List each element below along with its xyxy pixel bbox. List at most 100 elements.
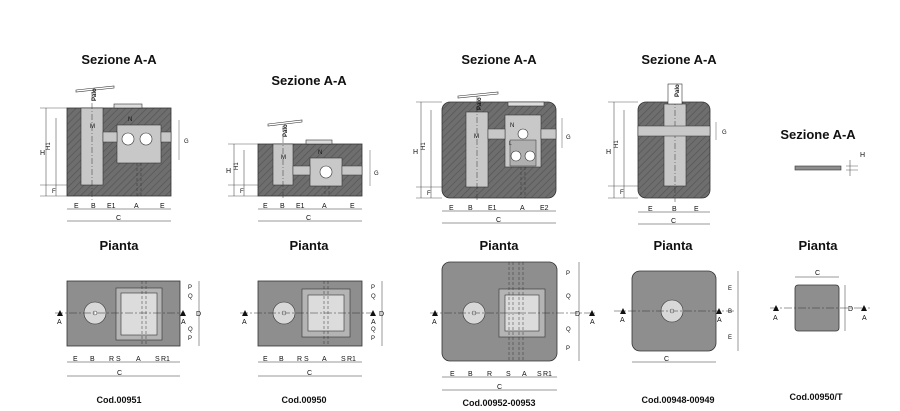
plan-dim-a-3: A xyxy=(522,371,527,378)
label-f: F xyxy=(52,189,56,195)
dim-b-3: B xyxy=(468,205,473,212)
label-n-2: N xyxy=(318,150,322,156)
dim-b-4: B xyxy=(672,206,677,213)
plan-side-p2-3: P xyxy=(566,346,570,352)
dim-e-right: E xyxy=(160,203,165,210)
dim-a: A xyxy=(134,203,139,210)
label-f-4: F xyxy=(620,190,624,196)
label-f-3: F xyxy=(427,191,431,197)
code-label-cod00950t: Cod.00950/T xyxy=(789,392,843,402)
code-label-cod00952: Cod.00952-00953 xyxy=(462,398,536,408)
plan-dim-s-2: S xyxy=(304,356,309,363)
dim-e1: E1 xyxy=(107,203,116,210)
dim-c-3: C xyxy=(496,217,501,224)
plan-dim-b-3: B xyxy=(468,371,473,378)
label-f-2: F xyxy=(240,189,244,195)
plan-top-c-5: C xyxy=(815,270,820,277)
dim-e1-2: E1 xyxy=(296,203,305,210)
plan-side-d: D xyxy=(196,311,201,318)
code-label-cod00950: Cod.00950 xyxy=(281,395,327,405)
plan-dim-r: R xyxy=(109,356,114,363)
dim-c-4: C xyxy=(671,218,676,225)
pole-label-2: Palo xyxy=(283,124,289,137)
dim-b-2: B xyxy=(280,203,285,210)
section-title-cod00950t: Sezione A-A xyxy=(780,127,856,142)
plan-title-cod00950t: Pianta xyxy=(798,238,838,253)
dim-c: C xyxy=(116,215,121,222)
dim-e-left-3: E xyxy=(449,205,454,212)
plan-dim-a-2: A xyxy=(322,356,327,363)
plan-side-p1-3: P xyxy=(566,271,570,277)
plan-dim-a: A xyxy=(136,356,141,363)
label-h-4: H xyxy=(606,149,611,156)
plan-dim-e: E xyxy=(73,356,78,363)
label-m-2: M xyxy=(281,155,286,161)
plan-dim-b: B xyxy=(90,356,95,363)
plan-dim-e-2: E xyxy=(263,356,268,363)
plan-title-cod00952: Pianta xyxy=(479,238,519,253)
plan-view-cod00950t: C D A A xyxy=(770,270,870,332)
plan-side-e2-4: E xyxy=(728,335,732,341)
dim-e2-3: E2 xyxy=(540,205,549,212)
pole-label: Palo xyxy=(92,88,98,101)
plan-marker-right-4: A xyxy=(717,317,722,324)
section-view-cod00951: Palo M N G H H1 F E B E1 A E C xyxy=(40,85,189,222)
label-h1-4: H1 xyxy=(614,140,620,148)
plan-side-p2-2: P xyxy=(371,336,375,342)
dim-e-right-4: E xyxy=(694,206,699,213)
label-m-3: M xyxy=(474,134,479,140)
plan-side-e1-4: E xyxy=(728,286,732,292)
plan-dim-c-3: C xyxy=(497,384,502,391)
pole-label-4: Palo xyxy=(675,84,681,97)
plan-view-cod00952: A A P Q D Q P E B R S A S R1 C xyxy=(430,261,595,391)
dim-a-2: A xyxy=(322,203,327,210)
plan-side-q2: Q xyxy=(188,327,193,333)
plan-side-q1-3: Q xyxy=(566,294,571,300)
plan-side-p1: P xyxy=(188,285,192,291)
plan-marker-left-3: A xyxy=(432,319,437,326)
plan-dim-s2-3: S xyxy=(537,371,542,378)
plan-side-q2-3: Q xyxy=(566,327,571,333)
section-title-cod00951: Sezione A-A xyxy=(81,52,157,67)
plan-marker-left-4: A xyxy=(620,317,625,324)
plan-dim-c-2: C xyxy=(307,370,312,377)
plan-marker-left: A xyxy=(57,319,62,326)
dim-c-2: C xyxy=(306,215,311,222)
section-view-cod00948: Palo G H H1 F E B E C xyxy=(606,83,727,225)
plan-side-d-5: D xyxy=(848,306,853,313)
section-title-cod00948: Sezione A-A xyxy=(641,52,717,67)
dim-a-3: A xyxy=(520,205,525,212)
label-h: H xyxy=(40,150,45,157)
plan-dim-c-4: C xyxy=(664,356,669,363)
section-view-cod00950t: H xyxy=(794,152,865,176)
section-view-cod00952: Palo M N L G H H1 F E B E1 A E2 C xyxy=(413,91,571,224)
plan-side-d-3: D xyxy=(575,311,580,318)
plan-marker-right-2: A xyxy=(371,319,376,326)
code-label-cod00948: Cod.00948-00949 xyxy=(641,395,715,405)
dim-e-right-2: E xyxy=(350,203,355,210)
plan-marker-right-3: A xyxy=(590,319,595,326)
plan-dim-s-3: S xyxy=(506,371,511,378)
plan-dim-b-2: B xyxy=(279,356,284,363)
plan-dim-s: S xyxy=(116,356,121,363)
plan-marker-right-5: A xyxy=(862,315,867,322)
section-view-cod00950: Palo M N G H H1 F E B E1 A E C xyxy=(226,119,379,222)
plan-view-cod00951: A A P Q D Q P E B R S A S R1 C xyxy=(55,280,201,377)
pole-label-3: Palo xyxy=(477,97,483,110)
plan-title-cod00950: Pianta xyxy=(289,238,329,253)
label-g-2: G xyxy=(374,171,379,177)
plan-dim-s2-2: S xyxy=(341,356,346,363)
dim-b: B xyxy=(91,203,96,210)
label-n: N xyxy=(128,117,132,123)
section-title-cod00950: Sezione A-A xyxy=(271,73,347,88)
plan-dim-r1: R1 xyxy=(161,356,170,363)
dim-e-left-2: E xyxy=(263,203,268,210)
plan-marker-right: A xyxy=(181,319,186,326)
dim-e1-3: E1 xyxy=(488,205,497,212)
plan-title-cod00948: Pianta xyxy=(653,238,693,253)
label-n-3: N xyxy=(510,123,514,129)
plan-side-q1: Q xyxy=(188,294,193,300)
label-m: M xyxy=(90,124,95,130)
